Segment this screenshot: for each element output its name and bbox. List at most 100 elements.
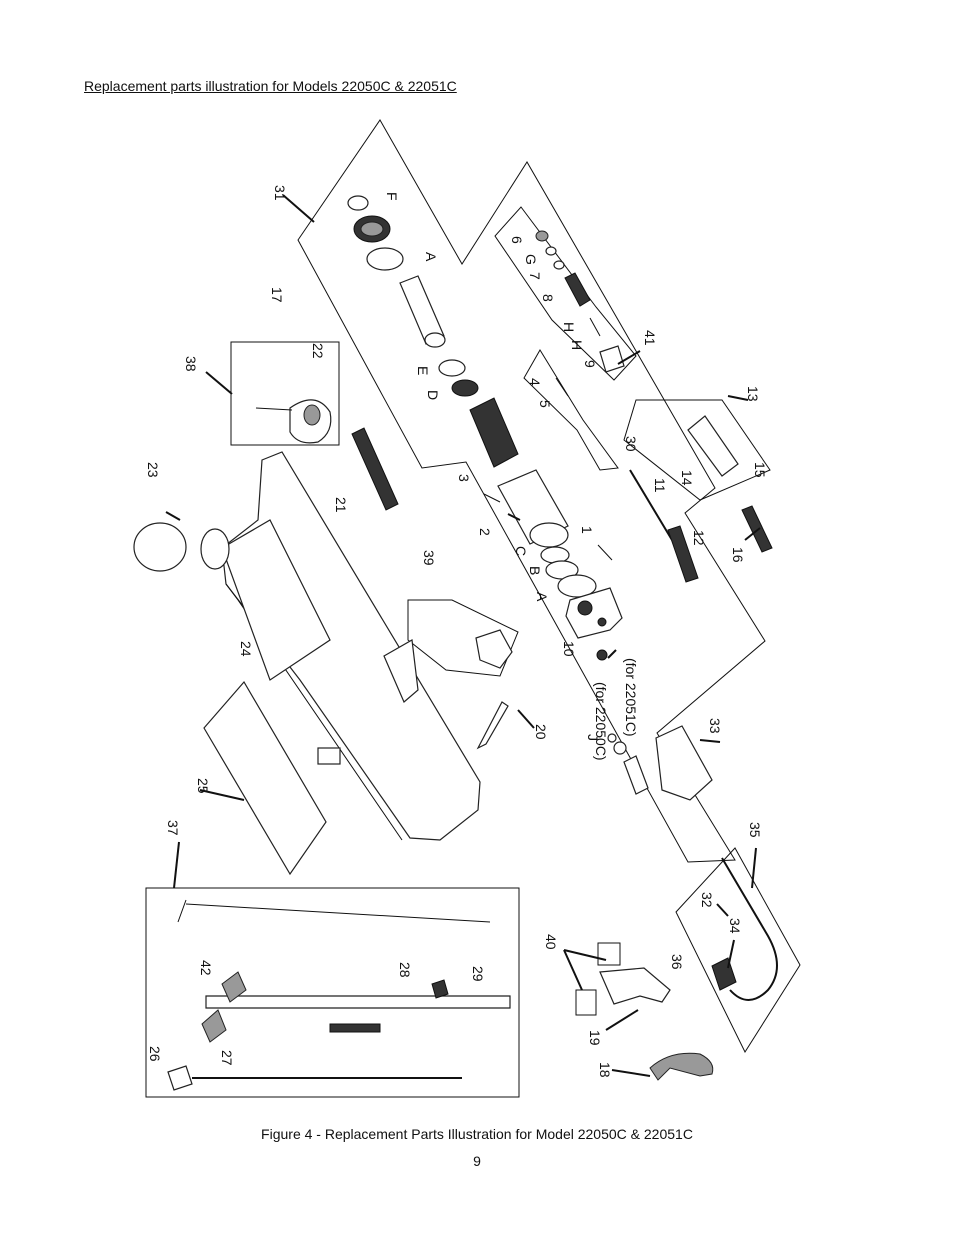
label-22: 22 — [310, 343, 326, 359]
cap-nut-inner — [360, 221, 384, 237]
figure-caption: Figure 4 - Replacement Parts Illustratio… — [261, 1126, 693, 1142]
label-3: 3 — [456, 474, 472, 482]
linkage-group-outline — [523, 349, 619, 471]
label-e: E — [415, 366, 431, 375]
label-11: 11 — [652, 478, 668, 493]
seal-f — [347, 195, 369, 211]
label-30: 30 — [623, 436, 639, 452]
handle-tube — [205, 995, 511, 1009]
clip-28 — [431, 979, 449, 999]
pump-group-outline — [494, 206, 637, 381]
rod-20 — [476, 701, 509, 750]
seal-e — [438, 359, 466, 377]
knob-26 — [167, 1065, 193, 1091]
caster-hub — [303, 404, 321, 426]
part-labels: 31 F A 6 G 7 8 H H 9 41 17 38 22 E D 4 5… — [145, 185, 768, 1078]
label-7: 7 — [527, 272, 543, 280]
washer-j — [613, 741, 627, 755]
pump-body-port-2 — [597, 617, 607, 627]
pump-base-group-outline — [623, 399, 771, 501]
pin-4 — [555, 377, 569, 397]
saddle-group-outline — [407, 599, 519, 677]
ring-a — [557, 574, 597, 598]
ram-end — [424, 332, 446, 348]
label-32: 32 — [699, 892, 715, 908]
saddle-23 — [133, 522, 187, 572]
label-39: 39 — [421, 550, 437, 566]
pump-base-15 — [687, 415, 739, 477]
cover-plate-25 — [203, 680, 327, 876]
label-41: 41 — [642, 330, 658, 346]
ring-g — [545, 246, 557, 256]
label-6: 6 — [509, 236, 525, 244]
rod-11 — [629, 469, 673, 541]
washer-j-2 — [607, 733, 617, 743]
label-29: 29 — [470, 966, 486, 982]
label-1: 1 — [579, 526, 595, 534]
pin-h — [589, 317, 601, 337]
spring-7 — [553, 260, 565, 270]
label-27: 27 — [219, 1050, 235, 1066]
bracket-39 — [383, 639, 419, 703]
label-c: C — [513, 546, 529, 556]
piston — [469, 397, 519, 468]
label-35: 35 — [747, 822, 763, 838]
label-25: 25 — [195, 778, 211, 794]
label-for-22051c: (for 22051C) — [623, 658, 639, 737]
seal-d — [451, 379, 479, 397]
label-2: 2 — [477, 528, 493, 536]
grip-42-top — [221, 971, 247, 1003]
valve-1 — [597, 544, 613, 561]
pump-body-port — [577, 600, 593, 616]
label-b: B — [527, 566, 543, 575]
label-g: G — [523, 254, 539, 265]
o-ring-a-top — [366, 247, 404, 271]
label-4: 4 — [527, 378, 543, 386]
spring-21 — [351, 427, 399, 511]
label-17: 17 — [269, 287, 285, 303]
label-33: 33 — [707, 718, 723, 734]
label-24: 24 — [238, 641, 254, 657]
cylinder-end — [529, 522, 569, 548]
label-d: D — [425, 390, 441, 400]
valve-36 — [711, 957, 737, 991]
pad-block — [317, 747, 341, 765]
label-a-top: A — [423, 252, 439, 262]
label-42: 42 — [198, 960, 214, 976]
label-9: 9 — [582, 360, 598, 368]
label-34: 34 — [727, 918, 743, 934]
grip-42-bottom — [201, 1009, 227, 1043]
label-15: 15 — [752, 462, 768, 478]
label-38: 38 — [183, 356, 199, 372]
cylinder-group-outline — [297, 119, 766, 863]
label-19: 19 — [587, 1030, 603, 1046]
label-h1: H — [561, 322, 577, 332]
caster-39 — [475, 629, 513, 669]
page-heading: Replacement parts illustration for Model… — [84, 78, 457, 94]
reservoir-33 — [655, 725, 713, 801]
plate-9 — [599, 345, 625, 373]
label-37: 37 — [165, 820, 181, 836]
label-8: 8 — [540, 294, 556, 302]
handle-box — [145, 887, 520, 1098]
label-21: 21 — [333, 497, 349, 513]
label-28: 28 — [397, 962, 413, 978]
label-20: 20 — [533, 724, 549, 740]
spring-handle — [329, 1023, 381, 1033]
saddle-pad — [200, 528, 230, 570]
label-for-22050c: (for 22050C) — [593, 682, 609, 761]
front-panel — [221, 519, 331, 681]
fitting-10 — [596, 649, 608, 661]
pump-body — [565, 587, 623, 639]
yoke-19 — [599, 967, 671, 1005]
spring-12 — [667, 525, 699, 583]
label-j: J — [585, 734, 601, 741]
plug-6 — [535, 230, 549, 242]
bolt-box-40a — [597, 942, 621, 966]
label-12: 12 — [691, 530, 707, 546]
leader-lines — [165, 194, 761, 1077]
label-31: 31 — [272, 185, 288, 201]
label-36: 36 — [669, 954, 685, 970]
caster-axle — [255, 407, 293, 411]
